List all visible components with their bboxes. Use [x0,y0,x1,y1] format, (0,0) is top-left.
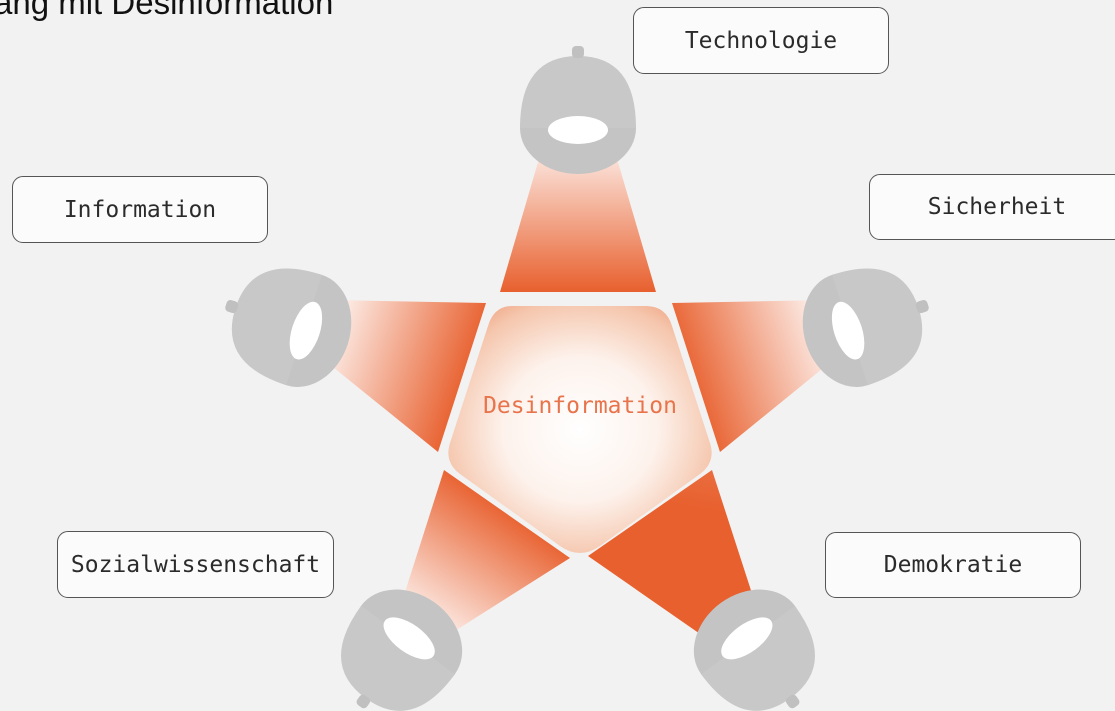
beam-sozialwissenschaft [398,470,570,648]
label-sozialwissenschaft: Sozialwissenschaft [57,531,334,598]
spotlight-icon [225,268,352,387]
label-demokratie: Demokratie [825,532,1081,598]
beam-sicherheit [672,300,838,452]
page-title: ang mit Desinformation [0,0,334,21]
spotlight-icon [341,589,463,711]
spotlight-icon [802,268,929,387]
label-technologie: Technologie [633,7,889,74]
spotlight-icon [520,46,636,174]
label-information: Information [12,176,268,243]
beam-demokratie [588,470,758,652]
beam-information [318,300,486,452]
label-sicherheit: Sicherheit [869,174,1115,240]
center-pentagon [448,306,712,553]
center-label: Desinformation [483,393,677,419]
spotlight-icon [693,589,815,711]
beam-technologie [500,128,656,292]
